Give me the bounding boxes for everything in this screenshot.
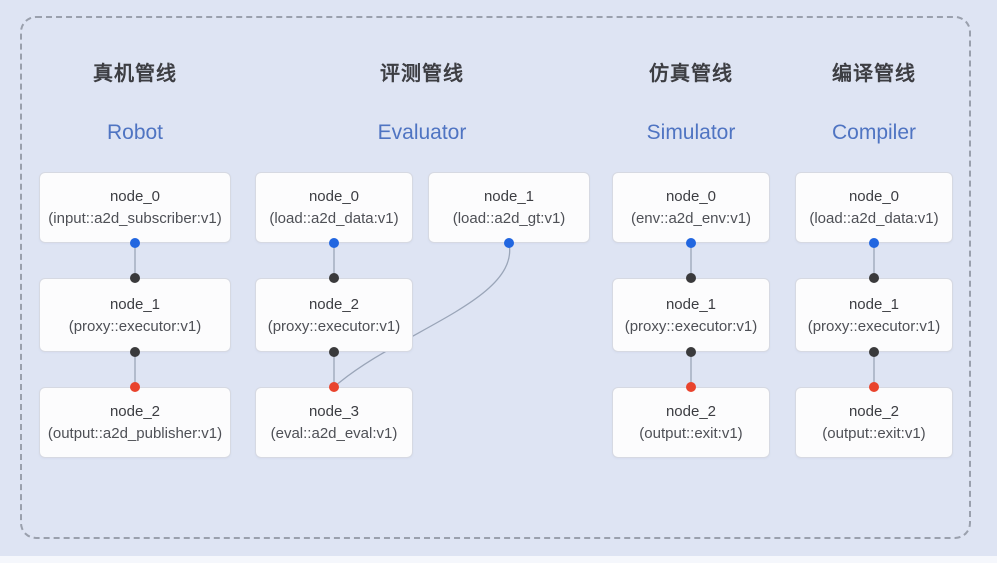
node-box-compiler-node2: node_2 (output::exit:v1) [795,387,953,458]
node-box-robot-node2: node_2 (output::a2d_publisher:v1) [39,387,231,458]
node-type: (proxy::executor:v1) [267,317,401,335]
input-port-dot-black [130,273,140,283]
node-type: (env::a2d_env:v1) [630,210,752,227]
input-port-dot-black [869,273,879,283]
node-name: node_3 [308,403,360,420]
output-port-dot-blue [869,238,879,248]
pipeline-title-en: Evaluator [377,121,467,144]
node-name: node_0 [848,188,900,205]
node-box-robot-node1: node_1 (proxy::executor:v1) [39,278,231,352]
output-port-dot-black [686,347,696,357]
pipeline-header-evaluator: 评测管线 Evaluator [312,60,532,147]
node-name: node_2 [848,403,900,420]
pipeline-title-zh: 编译管线 [832,63,916,85]
node-type: (load::a2d_data:v1) [809,210,939,227]
input-port-dot-black [686,273,696,283]
node-name: node_2 [665,403,717,420]
node-type: (output::a2d_publisher:v1) [47,425,223,442]
node-type: (output::exit:v1) [822,425,926,442]
input-port-dot-red [686,382,696,392]
node-type: (proxy::executor:v1) [807,317,941,335]
node-box-simulator-node2: node_2 (output::exit:v1) [612,387,770,458]
node-name: node_2 [308,295,360,313]
node-box-compiler-node0: node_0 (load::a2d_data:v1) [795,172,953,243]
node-name: node_1 [483,188,535,205]
node-box-evaluator-node1: node_1 (load::a2d_gt:v1) [428,172,590,243]
node-type: (load::a2d_data:v1) [269,210,399,227]
pipeline-title-en: Compiler [831,121,917,144]
node-box-simulator-node0: node_0 (env::a2d_env:v1) [612,172,770,243]
pipeline-header-compiler: 编译管线 Compiler [764,60,984,147]
pipeline-title-zh: 仿真管线 [649,63,733,85]
input-port-dot-red [869,382,879,392]
pipeline-header-simulator: 仿真管线 Simulator [581,60,801,147]
output-port-dot-blue [504,238,514,248]
pipeline-title-en: Simulator [646,121,736,144]
node-name: node_1 [665,295,717,313]
bottom-edge-strip [0,556,997,563]
input-port-dot-black [329,273,339,283]
node-name: node_1 [109,295,161,313]
node-type: (load::a2d_gt:v1) [452,210,566,227]
node-box-robot-node0: node_0 (input::a2d_subscriber:v1) [39,172,231,243]
node-type: (output::exit:v1) [639,425,743,442]
node-name: node_2 [109,403,161,420]
input-port-dot-red [329,382,339,392]
node-box-evaluator-node3: node_3 (eval::a2d_eval:v1) [255,387,413,458]
node-name: node_0 [665,188,717,205]
node-box-evaluator-node0: node_0 (load::a2d_data:v1) [255,172,413,243]
node-name: node_0 [308,188,360,205]
output-port-dot-blue [686,238,696,248]
pipeline-header-robot: 真机管线 Robot [25,60,245,147]
edge-evaluator-1-3 [333,242,511,388]
node-type: (eval::a2d_eval:v1) [270,425,398,442]
pipeline-title-zh: 真机管线 [93,63,177,85]
node-name: node_1 [848,295,900,313]
output-port-dot-black [130,347,140,357]
output-port-dot-blue [130,238,140,248]
output-port-dot-black [869,347,879,357]
node-box-compiler-node1: node_1 (proxy::executor:v1) [795,278,953,352]
input-port-dot-red [130,382,140,392]
node-type: (proxy::executor:v1) [68,317,202,335]
node-box-simulator-node1: node_1 (proxy::executor:v1) [612,278,770,352]
node-box-evaluator-node2: node_2 (proxy::executor:v1) [255,278,413,352]
node-name: node_0 [109,188,161,205]
pipeline-title-zh: 评测管线 [380,63,464,85]
output-port-dot-black [329,347,339,357]
node-type: (input::a2d_subscriber:v1) [48,210,222,227]
pipeline-title-en: Robot [106,121,164,144]
node-type: (proxy::executor:v1) [624,317,758,335]
output-port-dot-blue [329,238,339,248]
